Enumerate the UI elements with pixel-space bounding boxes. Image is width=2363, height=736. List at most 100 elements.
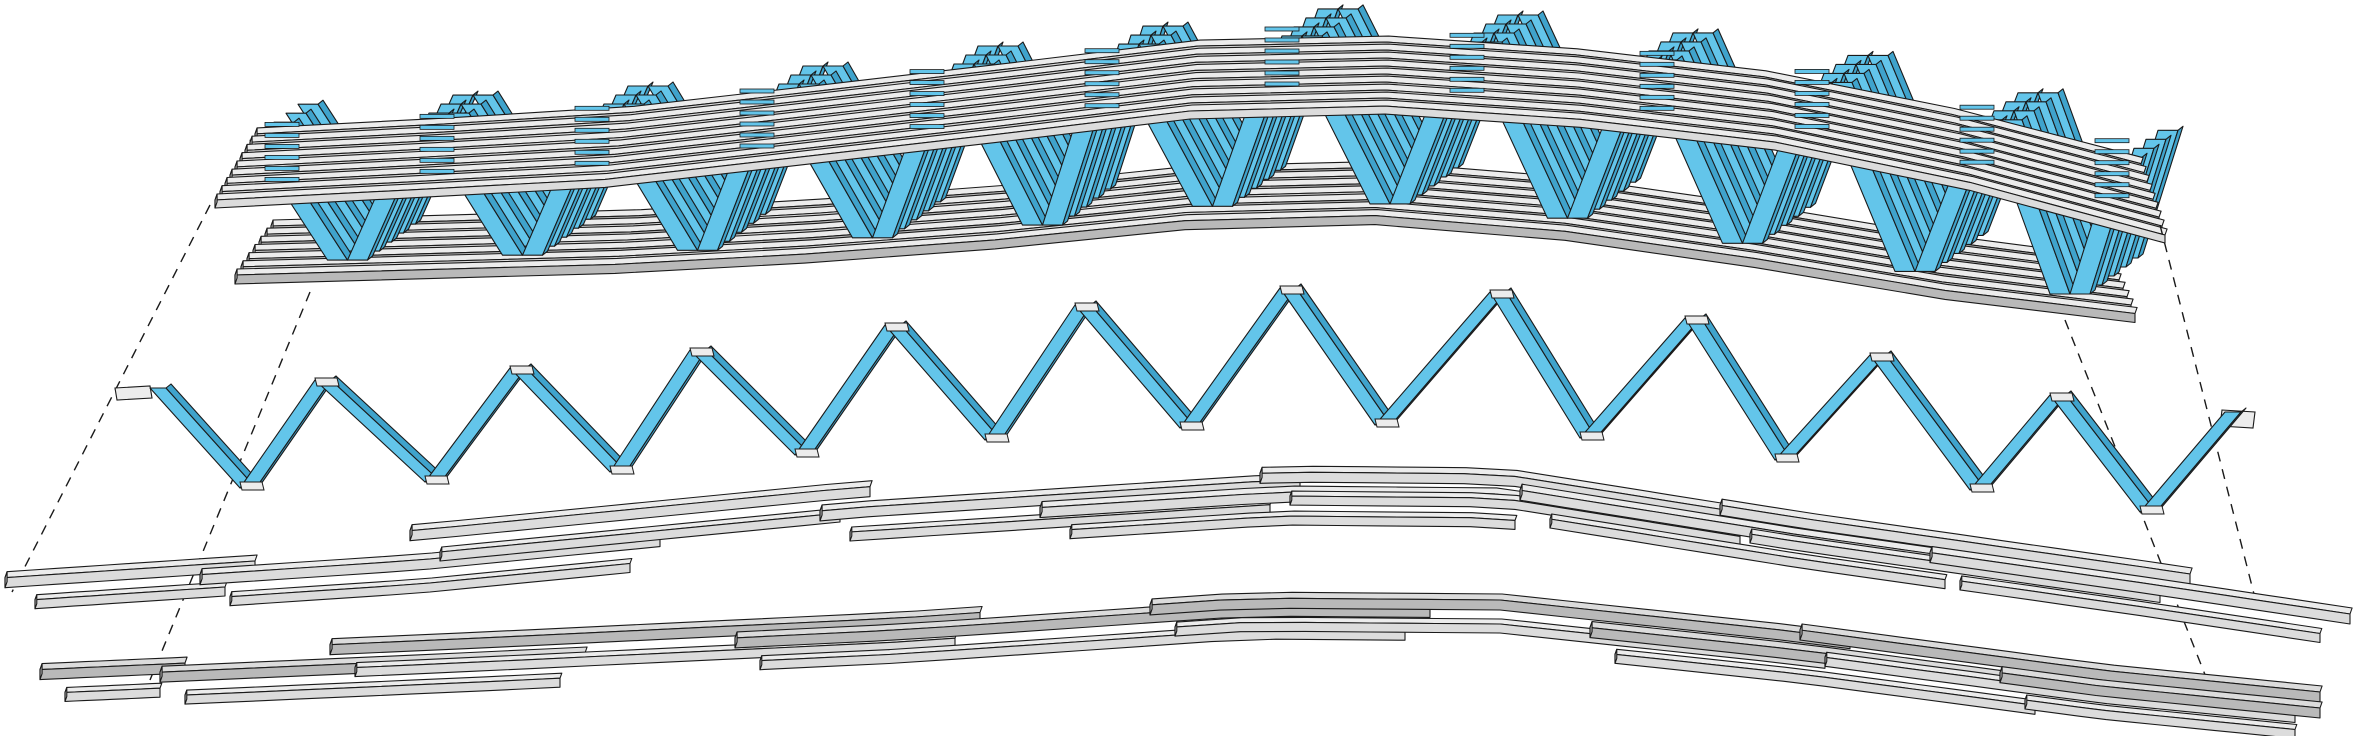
lower-chord-layer bbox=[39, 591, 2323, 736]
splice-tie bbox=[1084, 103, 1120, 109]
splice-tie bbox=[1449, 32, 1485, 38]
splice-tie bbox=[1639, 72, 1675, 78]
assembled-lower-chord bbox=[234, 161, 2138, 324]
assembled-truss bbox=[214, 4, 2184, 324]
web-diagonal-face bbox=[1279, 287, 1392, 426]
upper-chord-board-end bbox=[1289, 490, 1293, 506]
lower-chord-board-end bbox=[1799, 623, 1803, 641]
web-diagonal bbox=[1969, 390, 2072, 491]
upper-chord-board bbox=[4, 554, 258, 589]
web-peak-block bbox=[1869, 352, 1895, 362]
web-diagonal-face bbox=[1489, 291, 1597, 439]
lower-chord-board-end bbox=[354, 662, 358, 678]
splice-tie bbox=[739, 121, 775, 127]
splice-tie bbox=[1794, 69, 1830, 74]
web-peak-block bbox=[509, 365, 535, 375]
splice-tie bbox=[2094, 160, 2130, 166]
splice-tie bbox=[1639, 94, 1675, 100]
upper-chord-board-end bbox=[1069, 524, 1073, 540]
lower-chord-board-end bbox=[159, 665, 163, 683]
upper-chord-board-end bbox=[439, 546, 443, 562]
web-valley-block bbox=[794, 448, 820, 458]
web-diagonal-face bbox=[149, 387, 257, 489]
lower-chord-board-end bbox=[1589, 621, 1593, 639]
lower-chord-board bbox=[184, 672, 563, 705]
web-diagonal-face bbox=[2049, 394, 2157, 513]
web-diagonal-face bbox=[1374, 291, 1507, 426]
web-diagonal-face bbox=[689, 349, 812, 456]
web-diagonal-side bbox=[1595, 313, 1707, 439]
upper-chord-board-end bbox=[34, 594, 38, 610]
web-diagonal-face bbox=[1774, 354, 1887, 461]
lower-chord-board-end bbox=[2024, 694, 2028, 710]
upper-chord-board-end bbox=[1259, 466, 1263, 484]
lower-chord-board-end bbox=[329, 638, 333, 656]
splice-tie bbox=[1084, 48, 1120, 54]
web-diagonal bbox=[239, 375, 337, 489]
web-diagonal bbox=[689, 345, 817, 456]
leader-line bbox=[149, 291, 311, 681]
upper-chord-board-end bbox=[1959, 575, 1963, 591]
upper-chord-board bbox=[1069, 510, 1518, 540]
lower-chord-board-end bbox=[1174, 621, 1178, 637]
web-valley-block bbox=[609, 465, 635, 475]
upper-chord-board-face bbox=[1929, 552, 2351, 625]
assembled-lower-board bbox=[234, 209, 2138, 324]
splice-tie bbox=[1084, 81, 1120, 87]
upper-chord-board bbox=[34, 581, 228, 610]
splice-tie bbox=[574, 138, 610, 144]
upper-chord-board-end bbox=[4, 571, 8, 589]
splice-tie bbox=[1084, 59, 1120, 65]
upper-chord-board-face bbox=[439, 512, 841, 562]
lower-chord-board bbox=[1614, 648, 2038, 715]
lower-chord-board bbox=[1999, 666, 2323, 719]
splice-tie bbox=[739, 110, 775, 116]
splice-tie bbox=[1449, 76, 1485, 82]
upper-chord-board-end bbox=[1549, 513, 1553, 529]
splice-tie bbox=[1264, 70, 1300, 76]
splice-tie bbox=[419, 113, 455, 119]
web-valley-block bbox=[424, 475, 450, 485]
web-valley-block bbox=[1179, 421, 1205, 431]
splice-tie bbox=[1794, 124, 1830, 129]
splice-tie bbox=[739, 99, 775, 105]
lower-chord-board-face bbox=[64, 687, 161, 702]
web-diagonal-side bbox=[1390, 287, 1512, 426]
web-diagonal-side bbox=[1700, 313, 1797, 461]
splice-tie bbox=[2094, 171, 2130, 177]
lower-chord-board-end bbox=[1614, 648, 1618, 664]
web-diagonal bbox=[1684, 313, 1797, 461]
upper-chord-board bbox=[439, 507, 843, 562]
lower-chord-board-end bbox=[184, 689, 188, 705]
splice-tie bbox=[1264, 59, 1300, 65]
web-peak-block bbox=[2049, 392, 2075, 402]
splice-tie bbox=[1639, 83, 1675, 89]
splice-tie bbox=[1449, 43, 1485, 49]
lower-chord-board-face bbox=[184, 677, 561, 705]
splice-tie bbox=[1084, 92, 1120, 98]
assembled-lower-board-face bbox=[234, 215, 2136, 324]
lower-chord-board-face bbox=[2024, 699, 2296, 736]
web-diagonal-face bbox=[314, 379, 442, 483]
web-valley-block bbox=[1774, 453, 1800, 463]
splice-tie bbox=[1959, 159, 1995, 165]
web-diagonal bbox=[424, 363, 532, 483]
splice-tie bbox=[1959, 115, 1995, 121]
web-diagonal-face bbox=[2139, 411, 2242, 513]
splice-tie bbox=[1794, 91, 1830, 96]
splice-tie bbox=[1794, 102, 1830, 107]
upper-chord-board-end bbox=[409, 524, 413, 542]
splice-tie bbox=[1264, 37, 1300, 43]
splice-tie bbox=[1449, 87, 1485, 93]
web-diagonal-side bbox=[705, 345, 817, 456]
lower-chord-board-end bbox=[734, 631, 738, 649]
splice-tie bbox=[1264, 81, 1300, 87]
assembled-lower-board-end bbox=[234, 268, 238, 285]
upper-chord-board-end bbox=[229, 591, 233, 607]
splice-tie bbox=[1639, 50, 1675, 56]
web-diagonal-face bbox=[1684, 317, 1792, 461]
splice-tie bbox=[574, 160, 610, 166]
web-diagonal bbox=[1774, 350, 1892, 461]
web-peak-block bbox=[1684, 315, 1710, 325]
